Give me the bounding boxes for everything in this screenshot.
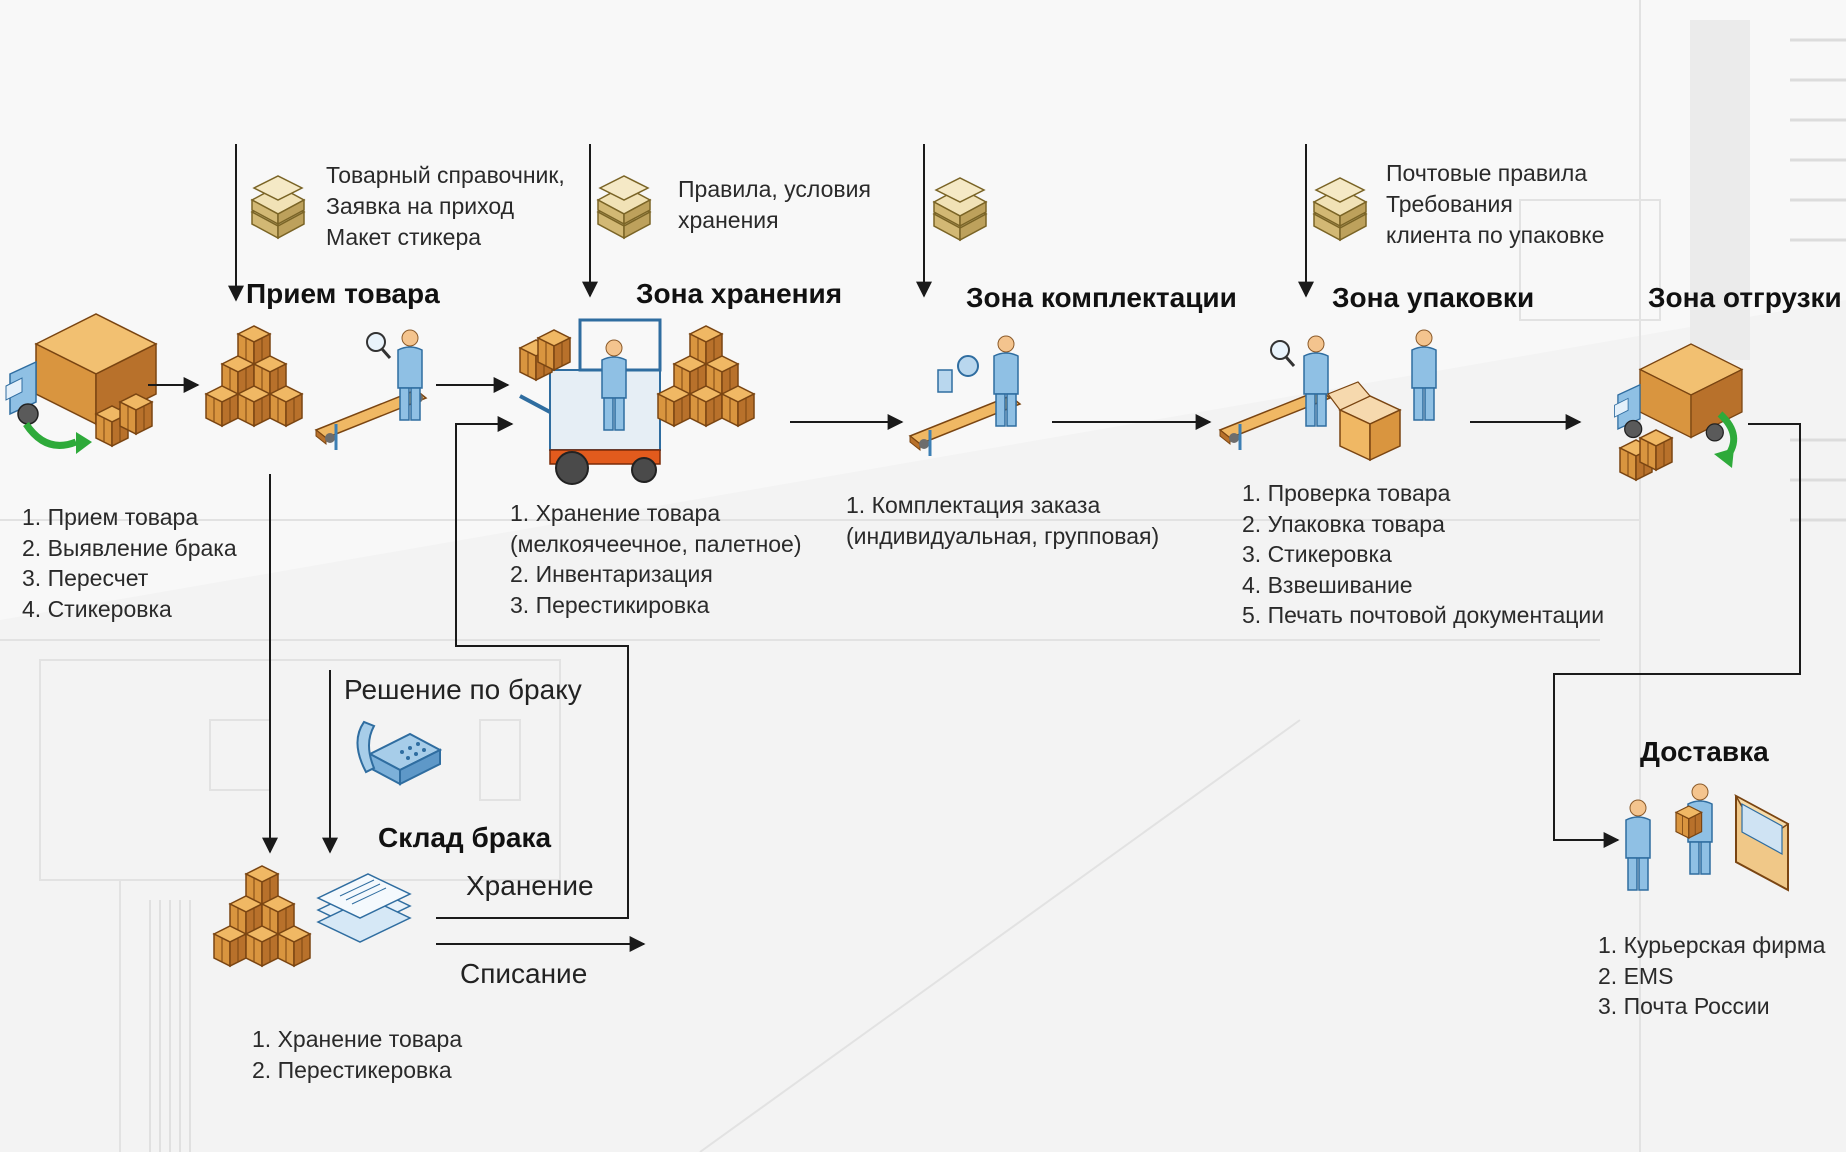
task-item: 1. Курьерская фирма xyxy=(1598,932,1826,958)
forklift-icon xyxy=(519,318,662,485)
task-item: (индивидуальная, групповая) xyxy=(846,522,1160,549)
paper-sheets-icon xyxy=(316,873,412,943)
storage-tasks: 1. Хранение товара (мелкоячеечное, палет… xyxy=(510,498,802,620)
document-stack-icon xyxy=(597,175,651,239)
stacked-boxes-icon xyxy=(206,326,302,426)
packer-conveyor-icon xyxy=(1218,329,1437,462)
reception-tasks: 1. Прием товара 2. Выявление брака 3. Пе… xyxy=(22,502,237,624)
zone-title-shipping: Зона отгрузки xyxy=(1648,282,1842,313)
task-item: 1. Хранение товара xyxy=(510,500,721,526)
telephone-icon xyxy=(356,720,443,786)
zone-title-delivery: Доставка xyxy=(1640,736,1769,767)
task-item: 5. Печать почтовой документации xyxy=(1242,602,1605,628)
task-item: 1. Проверка товара xyxy=(1242,480,1451,506)
return-to-storage-line xyxy=(436,416,629,919)
document-stack-icon xyxy=(251,175,305,239)
zone-title-picking: Зона комплектации xyxy=(966,282,1237,313)
zone-title-defects: Склад брака xyxy=(378,822,552,853)
envelope-icon xyxy=(1734,794,1790,892)
input-item: клиента по упаковке xyxy=(1386,222,1605,248)
input-item: Правила, условия xyxy=(678,176,871,202)
picker-conveyor-icon xyxy=(908,335,1022,458)
task-item: 2. Упаковка товара xyxy=(1242,510,1445,537)
task-item: 1. Прием товара xyxy=(22,504,199,530)
packing-inputs: Почтовые правила Требования клиента по у… xyxy=(1386,158,1604,251)
flow-label-write-off: Списание xyxy=(460,958,588,989)
reception-inputs: Товарный справочник, Заявка на приход Ма… xyxy=(326,160,565,253)
defect-decision-label: Решение по браку xyxy=(344,674,582,705)
packing-tasks: 1. Проверка товара 2. Упаковка товара 3.… xyxy=(1242,478,1604,631)
document-stack-icon xyxy=(1313,177,1367,241)
input-item: хранения xyxy=(678,207,779,233)
shipping-to-delivery-line xyxy=(1553,423,1801,848)
delivery-tasks: 1. Курьерская фирма 2. EMS 3. Почта Росс… xyxy=(1598,930,1825,1022)
task-item: 1. Хранение товара xyxy=(252,1026,463,1052)
inspector-conveyor-icon xyxy=(314,329,428,452)
zone-title-storage: Зона хранения xyxy=(636,278,843,309)
task-item: 3. Почта России xyxy=(1598,993,1770,1019)
task-item: 3. Стикеровка xyxy=(1242,541,1392,567)
task-item: (мелкоячеечное, палетное) xyxy=(510,530,802,557)
task-item: 2. Перестикеровка xyxy=(252,1056,452,1083)
task-item: 1. Комплектация заказа xyxy=(846,492,1101,518)
stacked-boxes-icon xyxy=(214,866,310,966)
task-item: 2. Выявление брака xyxy=(22,534,237,561)
delivery-truck-loading-icon xyxy=(1613,343,1743,481)
defects-tasks: 1. Хранение товара 2. Перестикеровка xyxy=(252,1024,462,1085)
storage-inputs: Правила, условия хранения xyxy=(678,174,871,236)
input-item: Заявка на приход xyxy=(326,193,515,219)
zone-title-reception: Прием товара xyxy=(246,278,440,309)
stacked-boxes-icon xyxy=(658,326,754,426)
courier-icon xyxy=(1625,783,1713,891)
document-stack-icon xyxy=(933,177,987,241)
flow-label-storage: Хранение xyxy=(466,870,594,901)
input-item: Макет стикера xyxy=(326,224,482,250)
picking-tasks: 1. Комплектация заказа (индивидуальная, … xyxy=(846,490,1159,551)
task-item: 4. Стикеровка xyxy=(22,595,172,622)
zone-title-packing: Зона упаковки xyxy=(1332,282,1535,313)
task-item: 2. Инвентаризация xyxy=(510,561,713,587)
input-item: Товарный справочник, xyxy=(326,162,565,188)
task-item: 3. Пересчет xyxy=(22,565,149,591)
task-item: 3. Перестикировка xyxy=(510,591,710,618)
task-item: 2. EMS xyxy=(1598,962,1674,989)
delivery-truck-unloading-icon xyxy=(5,313,157,454)
input-item: Почтовые правила xyxy=(1386,160,1588,186)
task-item: 4. Взвешивание xyxy=(1242,571,1413,598)
input-item: Требования xyxy=(1386,191,1513,217)
